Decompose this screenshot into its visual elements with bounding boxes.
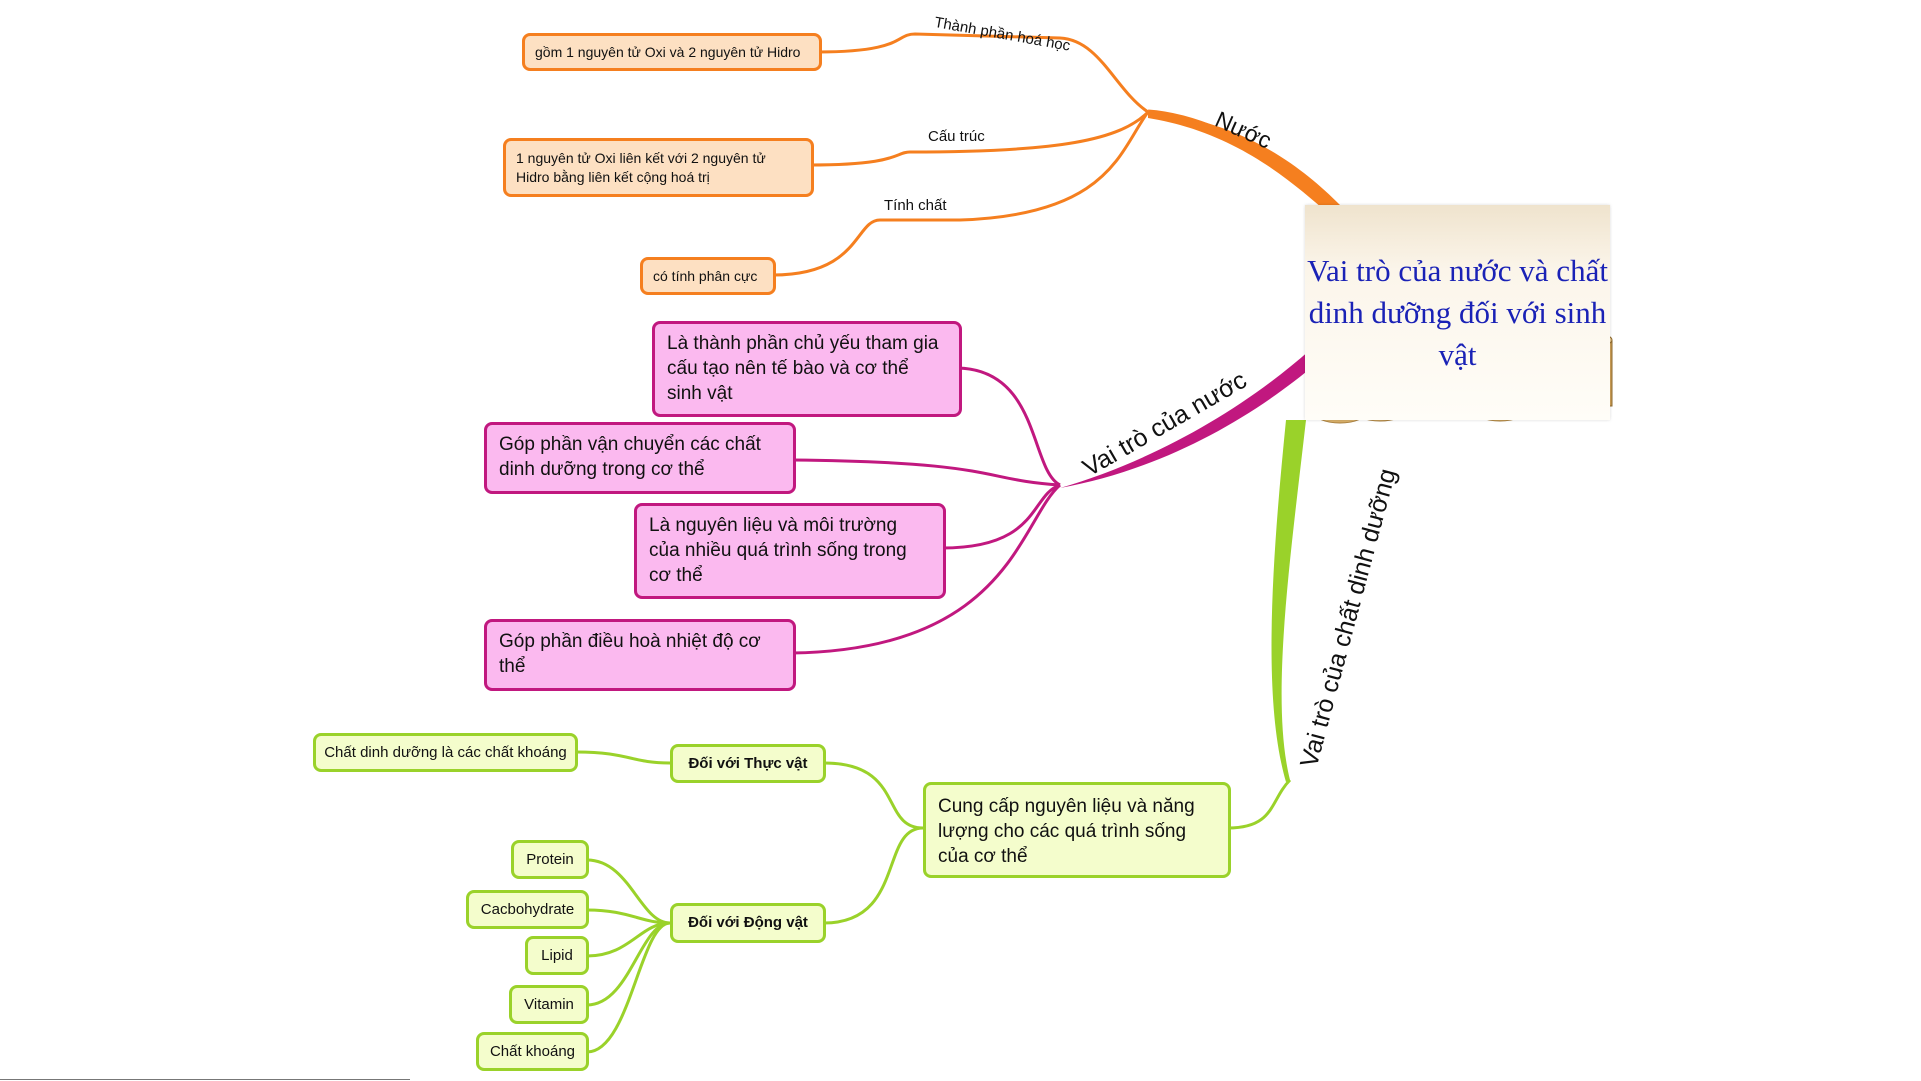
nuoc-main-branch bbox=[1148, 112, 1340, 215]
animal-item-cacbohydrate[interactable]: Cacbohydrate bbox=[466, 890, 589, 929]
green-link-cacbo bbox=[586, 908, 671, 925]
pink-link-2 bbox=[791, 458, 1061, 487]
pink-link-4 bbox=[791, 483, 1061, 655]
green-link-protein bbox=[586, 858, 671, 925]
orange-link-3 bbox=[772, 111, 1150, 277]
central-topic[interactable]: Vai trò của nước và chất dinh dưỡng đối … bbox=[1305, 205, 1610, 420]
box-thanh-phan[interactable]: gồm 1 nguyên tử Oxi và 2 nguyên tử Hidro bbox=[522, 33, 822, 71]
animals-node[interactable]: Đối với Động vật bbox=[670, 903, 826, 943]
green-link-khoang bbox=[586, 921, 671, 1054]
pink-item-3[interactable]: Là nguyên liệu và môi trường của nhiều q… bbox=[634, 503, 946, 599]
vai-tro-dinh-duong-main-branch bbox=[1271, 420, 1306, 782]
orange-link-1 bbox=[817, 32, 1149, 114]
green-link-plant-item bbox=[575, 750, 671, 765]
animal-item-vitamin[interactable]: Vitamin bbox=[509, 985, 589, 1024]
green-link-vitamin bbox=[586, 921, 671, 1007]
orange-link-2 bbox=[809, 110, 1150, 167]
pink-item-2[interactable]: Góp phần vận chuyển các chất dinh dưỡng … bbox=[484, 422, 796, 494]
animal-item-protein[interactable]: Protein bbox=[511, 840, 589, 879]
animal-item-lipid[interactable]: Lipid bbox=[525, 936, 589, 975]
plants-item[interactable]: Chất dinh dưỡng là các chất khoáng bbox=[313, 733, 578, 772]
pink-item-4[interactable]: Góp phần điều hoà nhiệt độ cơ thể bbox=[484, 619, 796, 691]
box-tinh-chat[interactable]: có tính phân cực bbox=[640, 257, 776, 295]
green-link-main bbox=[1227, 778, 1292, 830]
box-cau-truc[interactable]: 1 nguyên tử Oxi liên kết với 2 nguyên tử… bbox=[503, 138, 814, 197]
pink-link-3 bbox=[941, 483, 1061, 550]
pink-item-1[interactable]: Là thành phần chủ yếu tham gia cấu tạo n… bbox=[652, 321, 962, 417]
sub-label-tinh-chat[interactable]: Tính chất bbox=[884, 197, 947, 214]
sub-label-cau-truc[interactable]: Cấu trúc bbox=[928, 128, 985, 145]
green-link-animals bbox=[823, 826, 924, 925]
pink-link-1 bbox=[957, 366, 1061, 487]
green-link-plants bbox=[823, 761, 924, 830]
bottom-divider bbox=[0, 1079, 410, 1080]
plants-node[interactable]: Đối với Thực vật bbox=[670, 744, 826, 783]
green-main-box[interactable]: Cung cấp nguyên liệu và năng lượng cho c… bbox=[923, 782, 1231, 878]
nuoc-branch-line bbox=[1147, 109, 1242, 143]
central-topic-title: Vai trò của nước và chất dinh dưỡng đối … bbox=[1307, 253, 1608, 372]
animal-item-chat-khoang[interactable]: Chất khoáng bbox=[476, 1032, 589, 1071]
